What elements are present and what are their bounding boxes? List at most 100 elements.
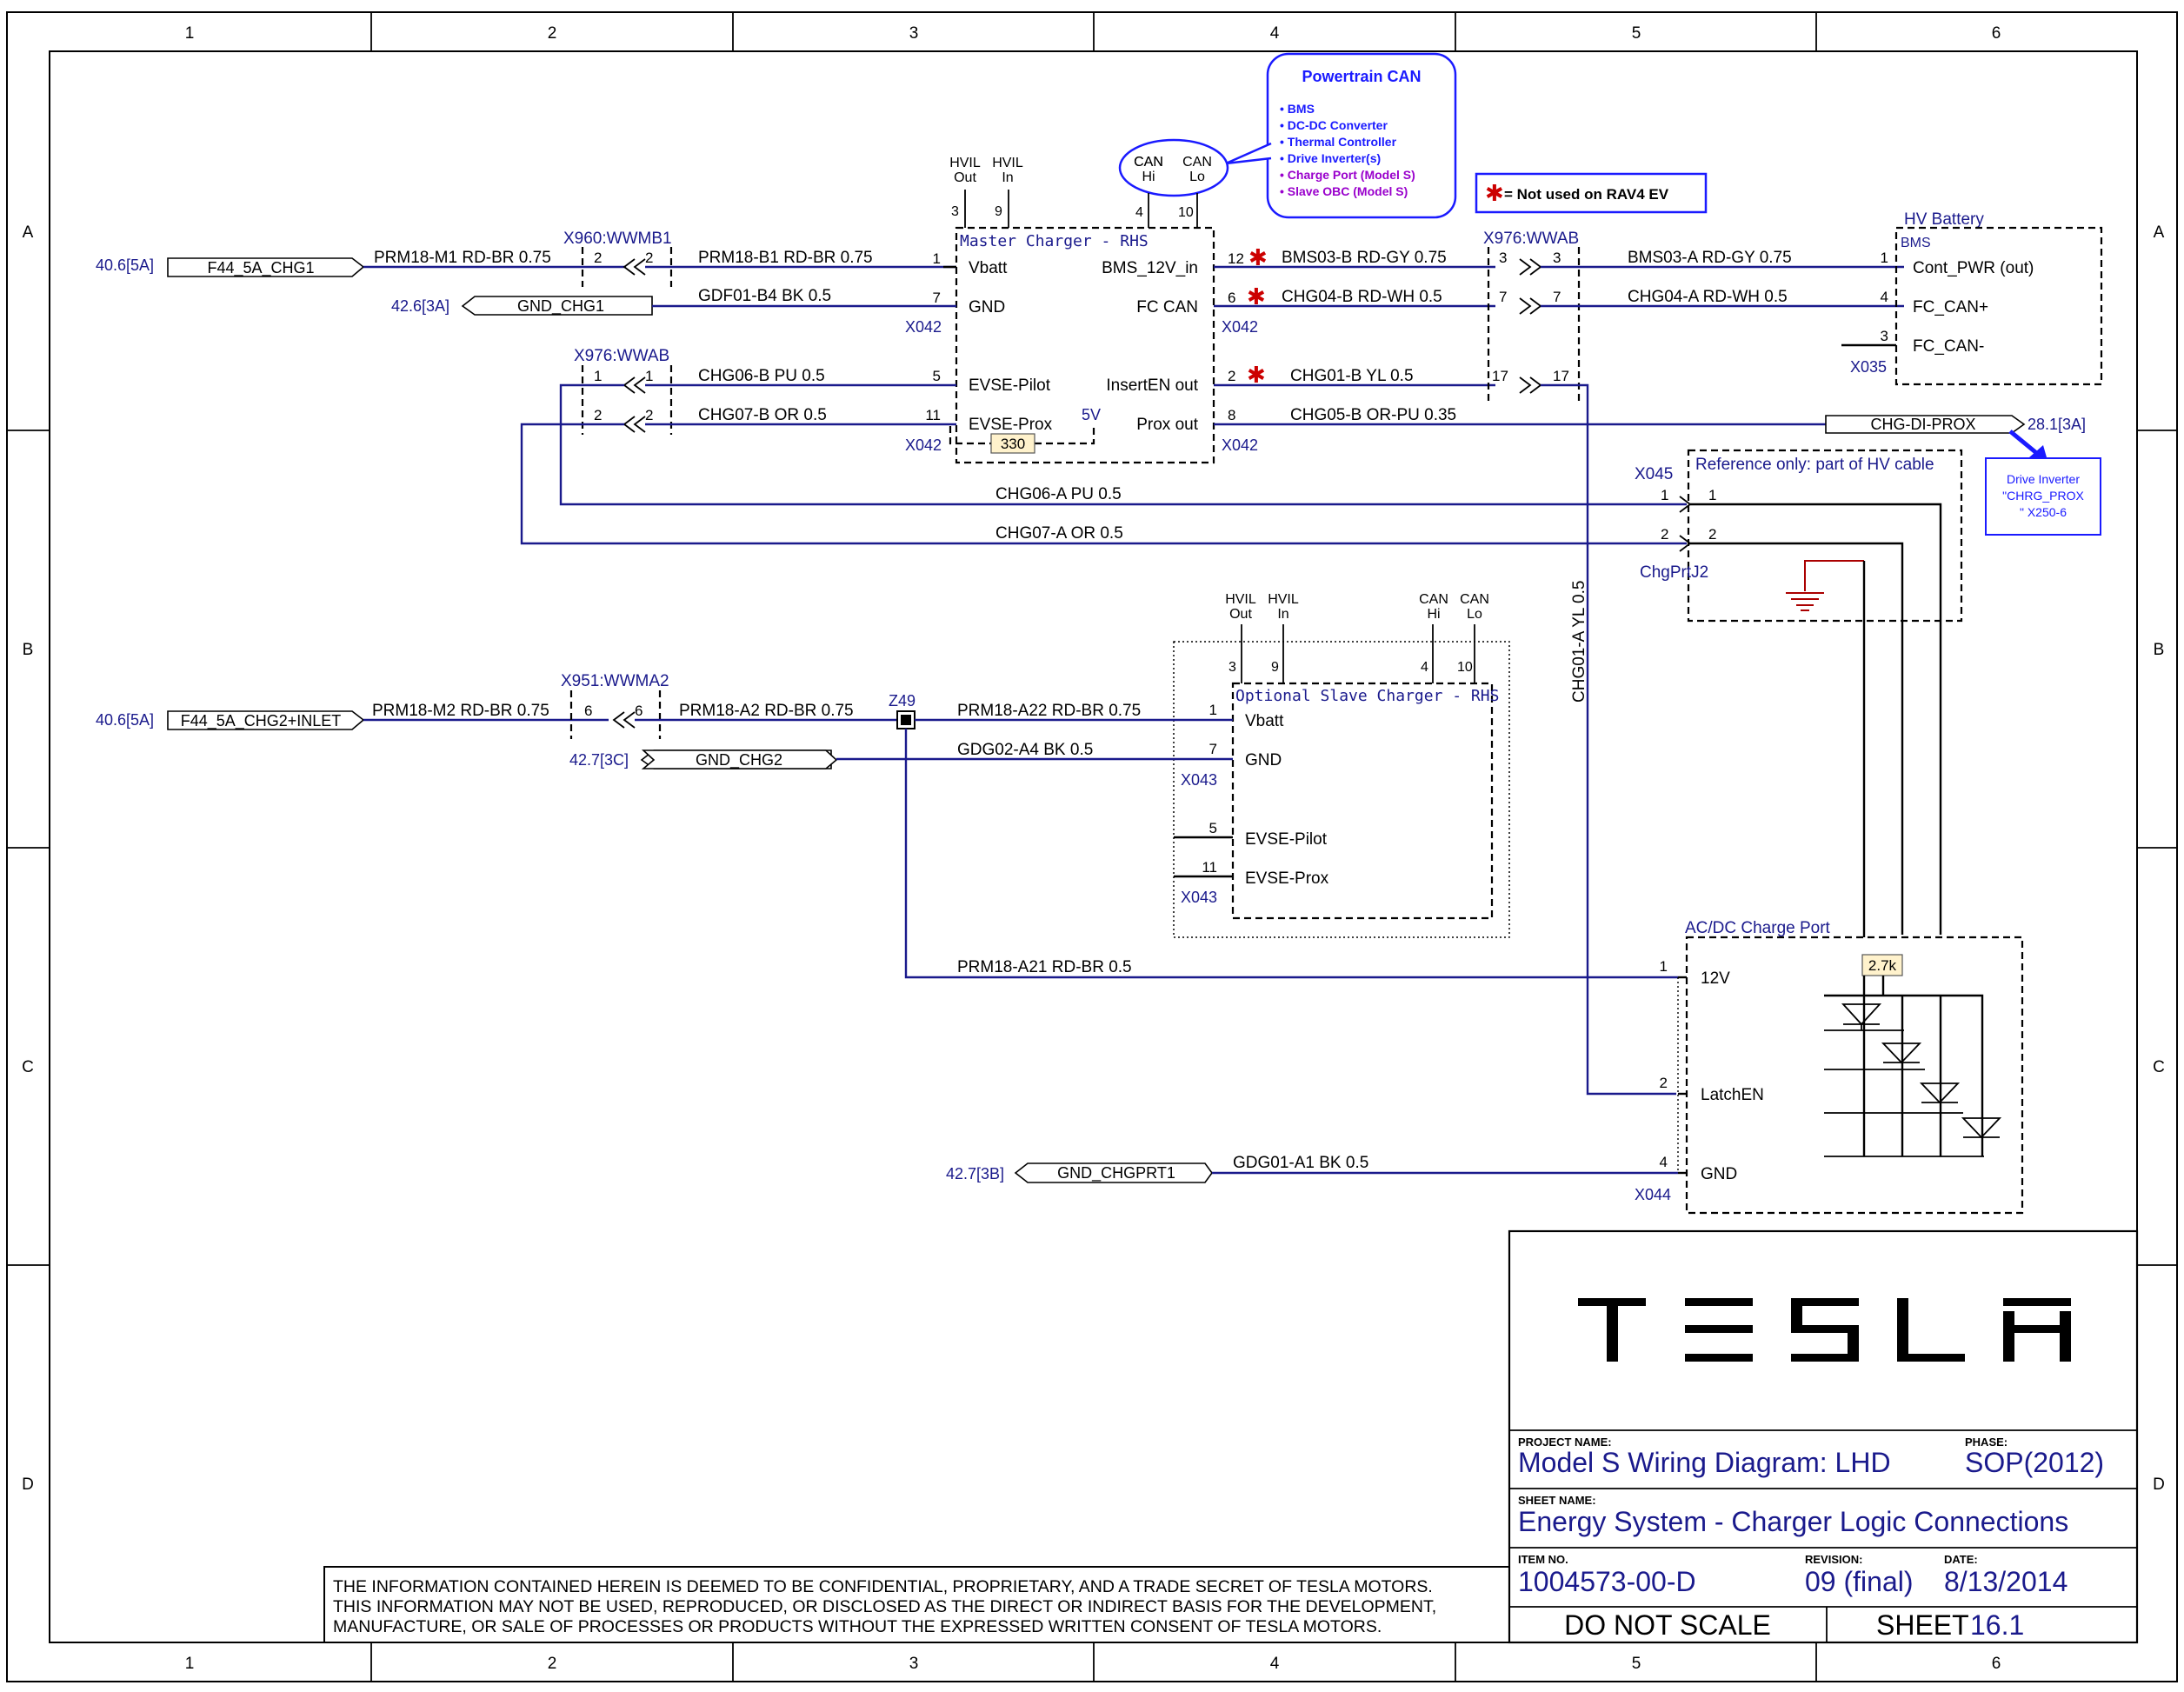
slave-pin-9: 9 [1271, 660, 1279, 675]
vbatt-wire-row: 40.6[5A] F44_5A_CHG1 PRM18-M1 RD-BR 0.75… [96, 230, 956, 287]
do-not-scale: DO NOT SCALE [1564, 1609, 1771, 1641]
chg-di-prox-ref: 28.1[3A] [2028, 416, 2086, 433]
master-pin-gnd: GND [969, 298, 1005, 316]
hv-battery-fc-can-minus: FC_CAN- [1913, 337, 1984, 356]
sheet-name-label: SHEET NAME: [1518, 1494, 1596, 1507]
wire-prm18-a2: PRM18-A2 RD-BR 0.75 [679, 702, 854, 720]
revision-value: 09 (final) [1805, 1566, 1914, 1597]
can-hi-label: CAN [1134, 155, 1163, 170]
date-label: DATE: [1944, 1553, 1978, 1566]
x960-pin-a: 2 [594, 250, 602, 266]
drive-inverter-line2: "CHRG_PROX [2002, 489, 2084, 503]
master-pin-evse-prox: EVSE-Prox [969, 416, 1053, 434]
connector-x976-right: X976:WWAB [1483, 230, 1579, 248]
connector-x976-left: X976:WWAB [574, 347, 669, 365]
evse-left-wires: X976:WWAB 1 1 2 2 CHG06-B PU 0.5 CHG07-B… [520, 347, 1687, 545]
charge-port-pin-2: 2 [1660, 1075, 1668, 1091]
wire-chg01-b: CHG01-B YL 0.5 [1290, 367, 1414, 385]
wire-prm18-m2: PRM18-M2 RD-BR 0.75 [372, 702, 549, 720]
can-bus-ellipse [1118, 138, 1229, 197]
wire-chg05-b: CHG05-B OR-PU 0.35 [1290, 406, 1456, 424]
hv-battery-cont-pwr: Cont_PWR (out) [1913, 259, 2034, 277]
gnd-chg1-wire-row: 42.6[3A] GND_CHG1 GDF01-B4 BK 0.5 [391, 287, 956, 316]
slave-pin-num-7: 7 [1209, 741, 1217, 757]
hv-cable-label: Reference only: part of HV cable [1695, 456, 1934, 474]
master-pin-prox-out: Prox out [1136, 416, 1198, 434]
sheet-word: SHEET [1876, 1609, 1969, 1641]
slave-can-hi-label: CAN [1419, 592, 1448, 607]
grid-row-a: A [23, 223, 34, 242]
wire-chg06-b: CHG06-B PU 0.5 [698, 367, 825, 385]
disclaimer-line-1: THE INFORMATION CONTAINED HEREIN IS DEEM… [333, 1577, 1433, 1596]
disclaimer-line-3: MANUFACTURE, OR SALE OF PROCESSES OR PRO… [333, 1617, 1382, 1636]
callout-title: Powertrain CAN [1302, 68, 1421, 85]
led-icon-3 [1824, 1082, 1963, 1114]
project-name-label: PROJECT NAME: [1518, 1436, 1612, 1449]
charge-port: AC/DC Charge Port 12V LatchEN GND 1 2 4 … [1635, 919, 2024, 1215]
disclaimer-box: THE INFORMATION CONTAINED HEREIN IS DEEM… [323, 1566, 1510, 1643]
slave-pin-gnd: GND [1245, 751, 1282, 769]
connector-x035: X035 [1850, 358, 1887, 376]
wire-gdg01-a1: GDG01-A1 BK 0.5 [1233, 1154, 1368, 1172]
master-pin-10: 10 [1178, 205, 1194, 220]
resistor-330-label: 330 [1001, 436, 1025, 452]
project-name: Model S Wiring Diagram: LHD [1518, 1447, 1891, 1478]
charge-port-gnd: GND [1701, 1165, 1737, 1183]
x976-left-pin-1a: 1 [594, 368, 602, 384]
hv-battery-pin-4: 4 [1881, 289, 1888, 305]
master-charger-title: Master Charger - RHS [960, 232, 1149, 250]
note-text: = Not used on RAV4 EV [1504, 186, 1669, 203]
led-icon-2 [1824, 1043, 1925, 1070]
grid-row-c: C [22, 1058, 34, 1076]
item-no: 1004573-00-D [1518, 1566, 1696, 1597]
resistor-330 [990, 433, 1035, 454]
resistor-2-7k-label: 2.7k [1868, 957, 1897, 974]
master-pin-num-1: 1 [933, 250, 941, 267]
phase-value: SOP(2012) [1965, 1447, 2104, 1478]
wire-chg04-b: CHG04-B RD-WH 0.5 [1282, 288, 1442, 306]
connector-x951: X951:WWMA2 [561, 672, 669, 690]
x960-pin-b: 2 [645, 250, 653, 266]
master-pin-inserten: InsertEN out [1106, 376, 1198, 395]
slave-hvil-in-label: HVIL [1268, 592, 1299, 607]
gnd-chgprt1-label: GND_CHGPRT1 [1057, 1164, 1175, 1182]
master-pin-num-7: 7 [933, 290, 941, 306]
slave-pin-10: 10 [1457, 660, 1473, 675]
connector-x043-1: X043 [1181, 771, 1217, 789]
wire-chg04-a: CHG04-A RD-WH 0.5 [1628, 288, 1788, 306]
grid-col-4: 4 [1270, 24, 1280, 43]
x976-right-pin-7b: 7 [1553, 289, 1561, 305]
chgprtj2-label: ChgPrtJ2 [1640, 563, 1708, 582]
hvil-in-sub: In [1002, 170, 1013, 185]
charge-port-pin-1: 1 [1660, 958, 1668, 975]
chg-di-prox-label: CHG-DI-PROX [1871, 416, 1976, 433]
hv-battery: HV Battery BMS Cont_PWR (out) FC_CAN+ FC… [1841, 210, 2103, 386]
callout-item-slave-obc: • Slave OBC (Model S) [1280, 184, 1408, 198]
wire-gdg02-a4: GDG02-A4 BK 0.5 [957, 741, 1093, 759]
grid-col-5: 5 [1632, 24, 1641, 43]
hv-battery-pin-1: 1 [1881, 250, 1888, 266]
led-icon-4 [1824, 1117, 2002, 1157]
connector-x044: X044 [1635, 1186, 1671, 1203]
charge-port-led-array [1824, 976, 2002, 1157]
slave-pin-num-5: 5 [1209, 820, 1217, 836]
sheet-number: 16.1 [1970, 1609, 2024, 1641]
grid-col-1-bottom: 1 [185, 1655, 195, 1673]
disclaimer-line-2: THIS INFORMATION MAY NOT BE USED, REPROD… [333, 1597, 1436, 1616]
hv-cable-reference: X045 Reference only: part of HV cable 1 … [1635, 449, 1963, 937]
grid-col-1: 1 [185, 24, 195, 43]
slave-hvil-out-sub: Out [1229, 607, 1252, 622]
grid-col-2: 2 [548, 24, 557, 43]
drive-inverter-note: Drive Inverter "CHRG_PROX " X250-6 [1985, 457, 2101, 536]
master-pin-num-11: 11 [925, 407, 941, 423]
slave-pin-3: 3 [1228, 660, 1236, 675]
x976-right-pin-17b: 17 [1553, 368, 1569, 384]
callout-item-inverter: • Drive Inverter(s) [1280, 151, 1381, 165]
slave-pin-num-1: 1 [1209, 702, 1217, 718]
hvil-out-label: HVIL [949, 156, 981, 170]
slave-pin-vbatt: Vbatt [1245, 712, 1284, 730]
grid-row-b-right: B [2154, 641, 2165, 659]
wire-bms03-b: BMS03-B RD-GY 0.75 [1282, 249, 1447, 267]
slave-charger: Optional Slave Charger - RHS HVIL Out HV… [1173, 592, 1510, 938]
